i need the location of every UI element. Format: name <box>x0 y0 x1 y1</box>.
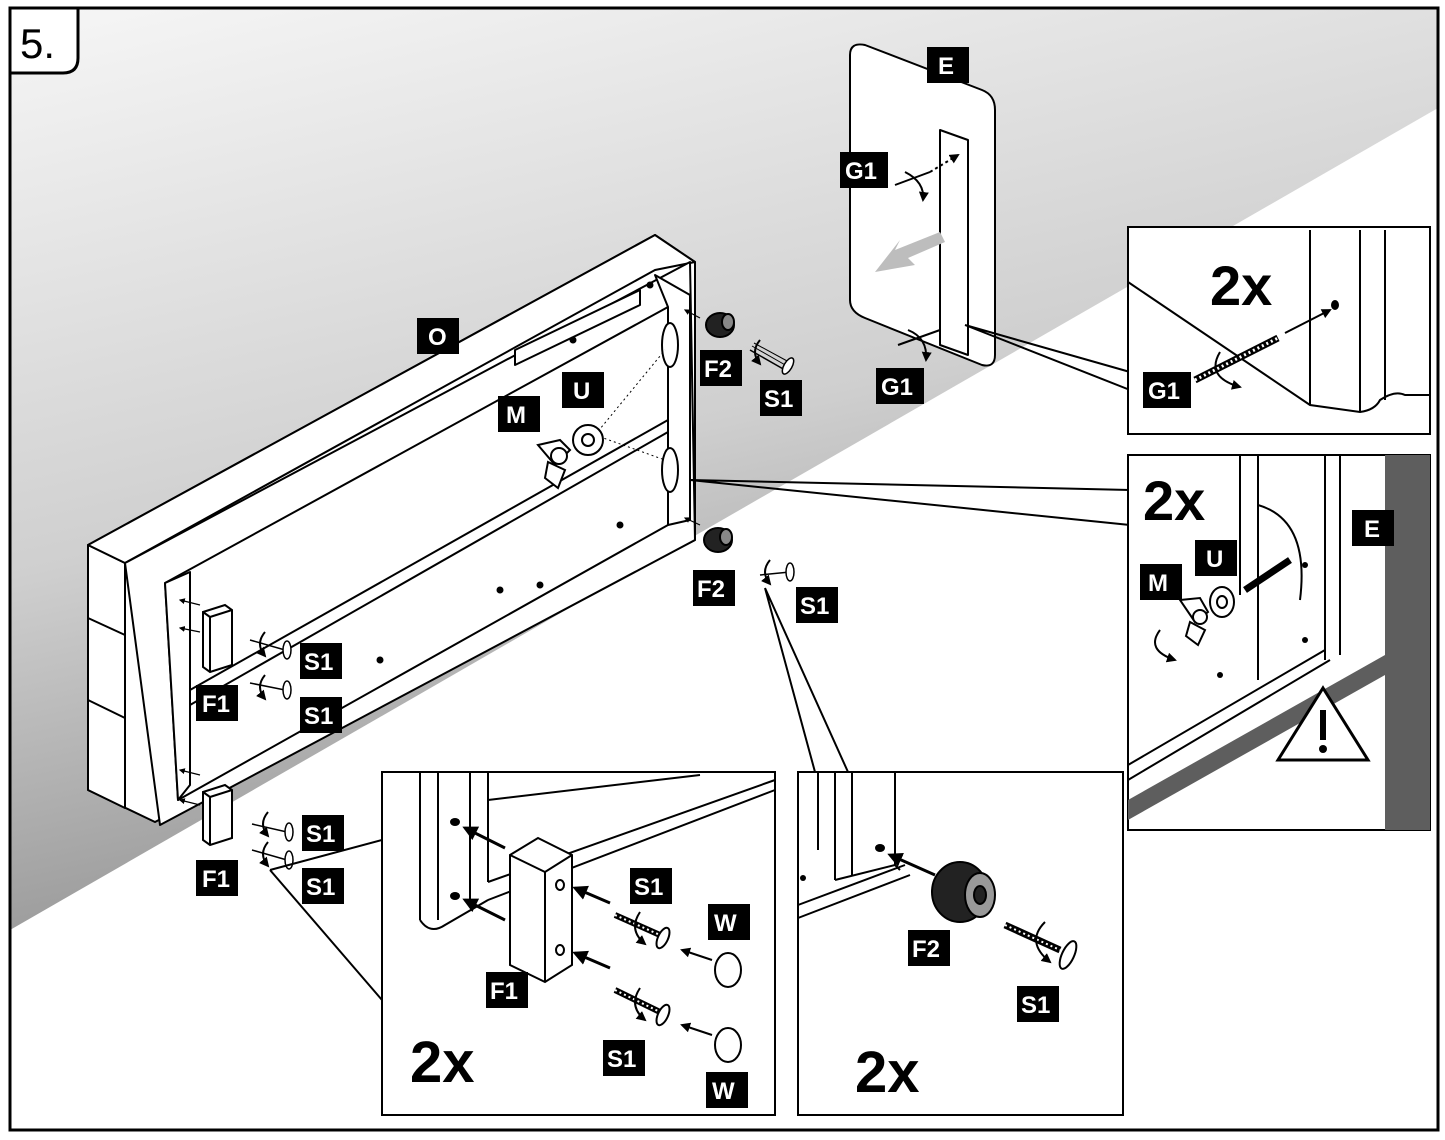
bracket-f1-detail <box>509 836 573 984</box>
label-m-detail: M <box>1140 564 1182 600</box>
label-m-main: M <box>498 396 540 432</box>
label-o: O <box>417 318 459 354</box>
insertion-arrow-icon <box>178 309 701 806</box>
label-s1-top: S1 <box>760 380 802 416</box>
label-s1-left-4: S1 <box>302 868 344 904</box>
label-w-f1-detail-1: W <box>708 904 750 940</box>
slide-arrow-icon <box>875 232 945 272</box>
screw-icon <box>1003 921 1078 970</box>
label-s1-left-2: S1 <box>300 697 342 733</box>
washer-icon <box>572 424 604 456</box>
svg-text:M: M <box>1148 570 1168 597</box>
nut-f2-bottom <box>703 527 733 553</box>
svg-text:O: O <box>428 324 447 351</box>
svg-text:E: E <box>1364 516 1380 543</box>
screw-g1-bottom <box>897 329 941 362</box>
threaded-rod-icon <box>1193 309 1332 390</box>
bracket-f1-upper <box>202 603 233 674</box>
svg-text:S1: S1 <box>607 1046 636 1073</box>
svg-text:F2: F2 <box>704 356 732 383</box>
label-f2-mid: F2 <box>693 570 735 606</box>
screw-g1-top <box>894 153 960 202</box>
svg-text:F2: F2 <box>912 936 940 963</box>
svg-text:W: W <box>714 910 737 937</box>
svg-text:S1: S1 <box>304 649 333 676</box>
insertion-arrow-icon <box>462 826 713 1036</box>
svg-text:F2: F2 <box>697 576 725 603</box>
svg-text:S1: S1 <box>634 874 663 901</box>
label-w-f1-detail-2: W <box>706 1072 748 1108</box>
multiplier-f1: 2x <box>410 1030 475 1095</box>
svg-text:F1: F1 <box>490 978 518 1005</box>
screw-icon <box>613 912 671 1027</box>
label-f1-left-1: F1 <box>196 685 238 721</box>
washer-icon <box>1209 586 1235 618</box>
svg-text:E: E <box>938 53 954 80</box>
svg-text:S1: S1 <box>306 821 335 848</box>
svg-text:S1: S1 <box>306 874 335 901</box>
multiplier-mu: 2x <box>1143 469 1205 532</box>
svg-text:F1: F1 <box>202 691 230 718</box>
label-e-top: E <box>927 47 969 83</box>
rotation-arrow-icon <box>634 911 647 1022</box>
cover-panel-e <box>849 43 996 367</box>
svg-text:F1: F1 <box>202 866 230 893</box>
label-g1-top: G1 <box>840 152 888 188</box>
label-s1-f2-detail: S1 <box>1017 986 1059 1022</box>
label-g1-detail: G1 <box>1143 372 1191 408</box>
nut-f2-detail <box>931 861 996 923</box>
wing-nut-icon <box>1178 596 1210 647</box>
label-s1-mid: S1 <box>796 587 838 623</box>
svg-text:M: M <box>506 402 526 429</box>
svg-text:G1: G1 <box>845 158 877 185</box>
svg-text:U: U <box>573 378 590 405</box>
threaded-rod-icon <box>1243 557 1292 593</box>
insertion-arrow-icon <box>887 853 936 877</box>
rotation-arrow-icon <box>1035 921 1052 964</box>
warning-triangle-icon <box>1275 685 1371 762</box>
rotation-arrow-icon <box>256 339 772 868</box>
nut-f2-top <box>705 312 735 338</box>
wing-nut-icon <box>536 438 572 490</box>
label-f2-detail: F2 <box>908 930 950 966</box>
svg-text:S1: S1 <box>800 593 829 620</box>
label-e-detail: E <box>1352 510 1394 546</box>
svg-text:S1: S1 <box>764 386 793 413</box>
svg-text:G1: G1 <box>1148 378 1180 405</box>
step-number-tab: 5. <box>8 6 80 75</box>
label-s1-left-1: S1 <box>300 643 342 679</box>
label-f1-detail: F1 <box>486 972 528 1008</box>
step-number: 5. <box>20 20 55 67</box>
callout-lines <box>269 324 1131 1001</box>
label-s1-left-3: S1 <box>302 815 344 851</box>
label-s1-f1-detail-1: S1 <box>630 868 672 904</box>
svg-text:W: W <box>712 1078 735 1105</box>
rotation-arrow-icon <box>1154 629 1177 663</box>
screw-icon <box>249 342 795 870</box>
detail-box-f1: 2x <box>381 771 776 1116</box>
bracket-f1-lower <box>202 783 233 847</box>
label-g1-bottom: G1 <box>876 368 924 404</box>
label-s1-f1-detail-2: S1 <box>603 1040 645 1076</box>
svg-text:S1: S1 <box>304 703 333 730</box>
multiplier-g1: 2x <box>1210 254 1272 317</box>
cap-w-icon <box>714 952 742 1063</box>
svg-text:S1: S1 <box>1021 992 1050 1019</box>
outer-frame <box>8 6 1440 1132</box>
label-u-main: U <box>562 372 604 408</box>
detail-box-f2: 2x <box>797 771 1124 1116</box>
label-f2-top: F2 <box>700 350 742 386</box>
label-u-detail: U <box>1195 540 1237 576</box>
part-labels: O U M F2 S1 F2 S1 S1 S1 F1 S1 S1 F1 E G1… <box>196 47 1394 1108</box>
label-f1-left-2: F1 <box>196 860 238 896</box>
svg-text:U: U <box>1206 546 1223 573</box>
multiplier-f2: 2x <box>855 1040 920 1105</box>
svg-text:G1: G1 <box>881 374 913 401</box>
